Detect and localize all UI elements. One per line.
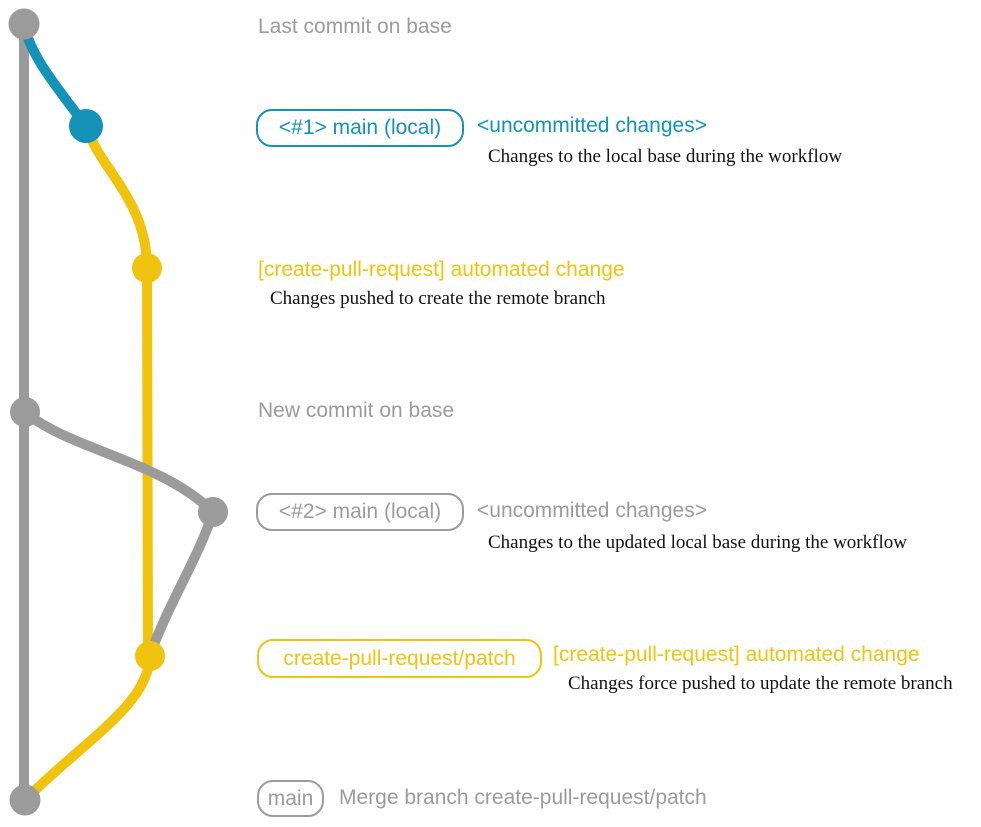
local-main-branch-line-2 [20, 407, 218, 517]
new-commit-on-base-label: New commit on base [258, 399, 455, 422]
branch-tag-main: main [257, 780, 324, 817]
commit-node-local-main-1 [69, 109, 103, 143]
automated-change-description-2: Changes force pushed to update the remot… [568, 673, 953, 694]
local-base-changes-description-2: Changes to the updated local base during… [488, 532, 907, 553]
local-base-changes-description-1: Changes to the local base during the wor… [488, 146, 843, 167]
uncommitted-changes-label-1: <uncommitted changes> [477, 114, 707, 137]
last-commit-on-base-label: Last commit on base [258, 15, 452, 38]
pr-branch-line [81, 121, 153, 661]
commit-node-local-main-2 [198, 497, 228, 527]
branch-tag-main-local-2: <#2> main (local) [256, 493, 464, 531]
commit-node-automated-change-2 [135, 641, 165, 671]
automated-change-title-1: [create-pull-request] automated change [258, 258, 625, 281]
branch-tag-main-local-2-label: <#2> main (local) [278, 500, 442, 523]
commit-node-last-commit-on-base [8, 8, 40, 40]
branch-tag-create-pull-request-patch-label: create-pull-request/patch [283, 646, 516, 670]
branch-tag-main-label: main [267, 786, 314, 810]
merge-commit-message: Merge branch create-pull-request/patch [339, 786, 707, 809]
commit-node-new-commit-on-base [10, 397, 40, 427]
local-main-branch-line-1 [19, 19, 91, 131]
branch-tag-main-local-1: <#1> main (local) [256, 109, 464, 147]
automated-change-description-1: Changes pushed to create the remote bran… [270, 288, 606, 309]
branch-tag-create-pull-request-patch: create-pull-request/patch [257, 639, 542, 678]
commit-node-merge-commit [9, 784, 41, 816]
branch-tag-main-local-1-label: <#1> main (local) [278, 116, 442, 139]
commit-node-automated-change-1 [132, 253, 162, 283]
automated-change-title-2: [create-pull-request] automated change [553, 643, 920, 666]
pr-branch-merge-line [20, 651, 155, 805]
force-push-line [145, 507, 218, 661]
uncommitted-changes-label-2: <uncommitted changes> [477, 499, 707, 522]
